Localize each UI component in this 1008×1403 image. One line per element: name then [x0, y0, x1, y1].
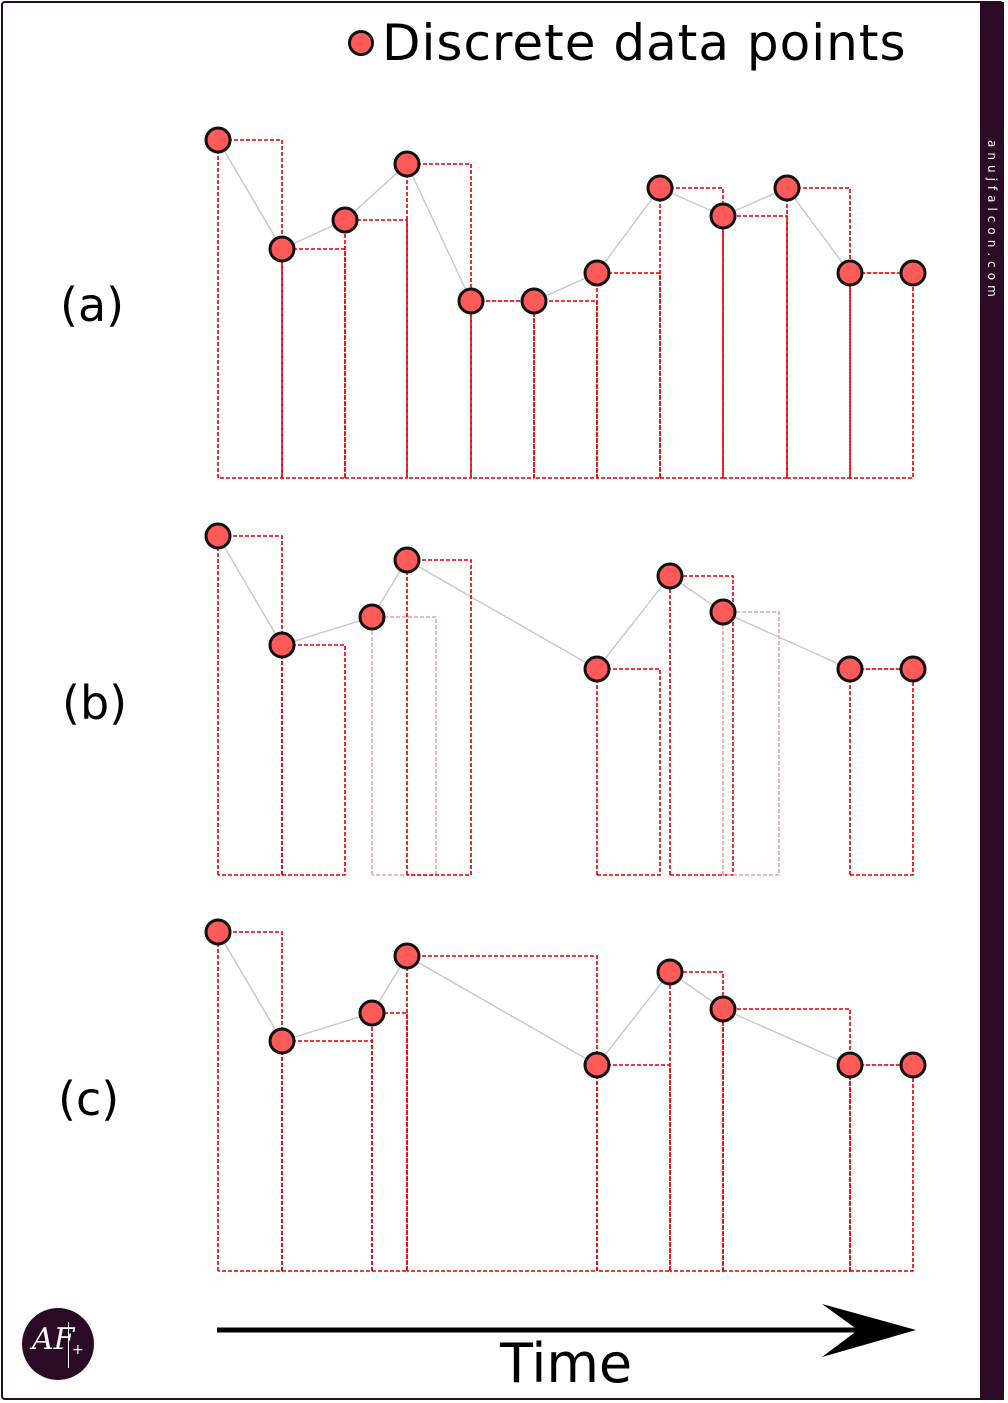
data-point-c [709, 995, 737, 1023]
data-point-b [899, 655, 927, 683]
data-point-a [899, 259, 927, 287]
hold-segment-b [722, 611, 780, 876]
panel-label-b: (b) [62, 676, 128, 730]
hold-segment-a [344, 219, 408, 479]
logo-plus: + [72, 1342, 84, 1358]
legend-label: Discrete data points [382, 14, 907, 72]
hold-segment-a [533, 300, 598, 479]
hold-segment-c [722, 1008, 851, 1272]
hold-segment-a [596, 272, 661, 479]
data-point-a [709, 202, 737, 230]
data-point-c [204, 918, 232, 946]
hold-segment-a [281, 248, 346, 479]
hold-segment-b [406, 559, 472, 876]
data-point-c [393, 942, 421, 970]
hold-segment-c [596, 1064, 671, 1272]
connector-line-c [217, 931, 913, 1066]
panel-label-a: (a) [60, 278, 125, 332]
hold-segment-a [722, 215, 788, 479]
connector-line-a [217, 139, 913, 302]
hold-segment-c [371, 1012, 408, 1272]
panel-label-c: (c) [58, 1072, 120, 1126]
hold-segment-c [669, 971, 724, 1272]
data-point-b [836, 655, 864, 683]
hold-segment-a [406, 163, 472, 479]
data-point-b [268, 631, 296, 659]
hold-segment-b [217, 535, 283, 876]
hold-segment-a [849, 272, 914, 479]
data-point-a [646, 174, 674, 202]
data-point-c [358, 999, 386, 1027]
logo-text: AF [32, 1322, 75, 1357]
hold-segment-a [217, 139, 283, 479]
data-point-a [520, 287, 548, 315]
hold-segment-b [371, 616, 437, 876]
data-point-c [836, 1051, 864, 1079]
af-logo: AF + [22, 1308, 94, 1380]
hold-segment-b [669, 575, 734, 876]
data-point-b [393, 546, 421, 574]
data-point-a [583, 259, 611, 287]
data-point-b [709, 598, 737, 626]
logo-divider [68, 1322, 69, 1368]
data-point-a [457, 287, 485, 315]
data-point-c [583, 1051, 611, 1079]
hold-segment-b [281, 644, 346, 876]
data-point-b [583, 655, 611, 683]
legend: Discrete data points [348, 14, 907, 72]
connector-line-b [217, 535, 913, 670]
hold-segment-c [281, 1040, 373, 1272]
data-point-c [899, 1051, 927, 1079]
side-bar [980, 2, 1004, 1400]
hold-segment-c [217, 931, 283, 1272]
data-point-a [773, 174, 801, 202]
data-point-b [358, 603, 386, 631]
hold-segment-c [406, 955, 598, 1272]
hold-segment-a [659, 187, 724, 479]
watermark-text: anujfalcon.com [985, 140, 999, 302]
hold-segment-b [596, 668, 661, 876]
data-point-c [268, 1027, 296, 1055]
data-point-c [656, 958, 684, 986]
data-point-b [204, 522, 232, 550]
data-point-a [268, 235, 296, 263]
data-point-a [836, 259, 864, 287]
time-arrow-head-icon [822, 1304, 916, 1357]
data-point-b [656, 562, 684, 590]
time-axis-label: Time [500, 1332, 633, 1395]
hold-segment-a [470, 300, 535, 479]
data-point-a [204, 126, 232, 154]
data-point-a [331, 206, 359, 234]
legend-marker-icon [348, 30, 374, 56]
hold-segment-b [849, 668, 914, 876]
hold-segment-a [786, 187, 851, 479]
data-point-a [393, 150, 421, 178]
hold-segment-c [849, 1064, 914, 1272]
